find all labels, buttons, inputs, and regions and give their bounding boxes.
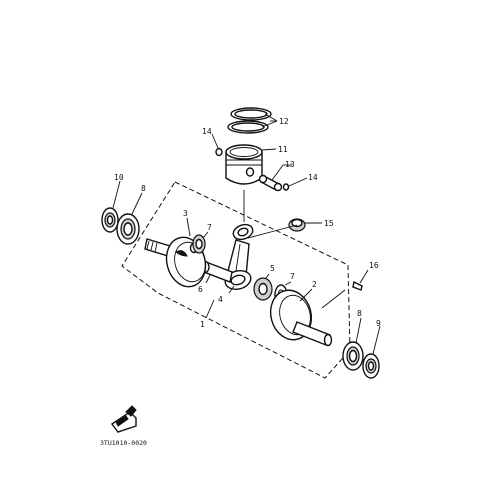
callout-2: 2 — [312, 280, 317, 289]
engine-icon — [110, 405, 137, 433]
small-end-bearing — [288, 218, 322, 232]
callout-3: 3 — [183, 209, 188, 218]
bearing-left — [116, 192, 143, 245]
callout-11: 11 — [278, 145, 288, 154]
piston-rings — [227, 107, 278, 134]
crank-half-right — [269, 288, 346, 347]
woodruff-key — [352, 269, 369, 291]
thrust-washer-left — [192, 231, 209, 254]
callout-4: 4 — [218, 295, 223, 304]
callout-7b: 7 — [290, 272, 295, 281]
oil-seal-left — [101, 180, 121, 233]
piston — [225, 144, 277, 185]
callout-12: 12 — [279, 117, 289, 126]
oil-seal-right — [362, 325, 381, 379]
callout-14b: 14 — [308, 173, 318, 182]
callout-7a: 7 — [207, 223, 212, 232]
callout-1: 1 — [200, 320, 205, 329]
leader-1 — [205, 299, 215, 319]
callout-13: 13 — [285, 160, 295, 169]
callout-8a: 8 — [141, 184, 146, 193]
callout-15: 15 — [324, 219, 334, 228]
big-end-bearing — [253, 273, 273, 301]
callout-10: 10 — [114, 173, 124, 182]
callout-16: 16 — [369, 261, 379, 270]
callout-8b: 8 — [357, 309, 362, 318]
callout-6: 6 — [198, 285, 203, 294]
assembly-boundary — [121, 181, 351, 379]
connecting-rod — [224, 190, 298, 294]
diagram-code: 3TU1010-0020 — [100, 439, 147, 447]
callout-14a: 14 — [202, 127, 212, 136]
piston-pin-clip — [211, 133, 308, 191]
crank-half-left — [144, 217, 207, 288]
bearing-right — [342, 317, 364, 371]
callout-5: 5 — [270, 264, 275, 273]
callout-9: 9 — [376, 319, 381, 328]
piston-pin — [258, 164, 292, 192]
